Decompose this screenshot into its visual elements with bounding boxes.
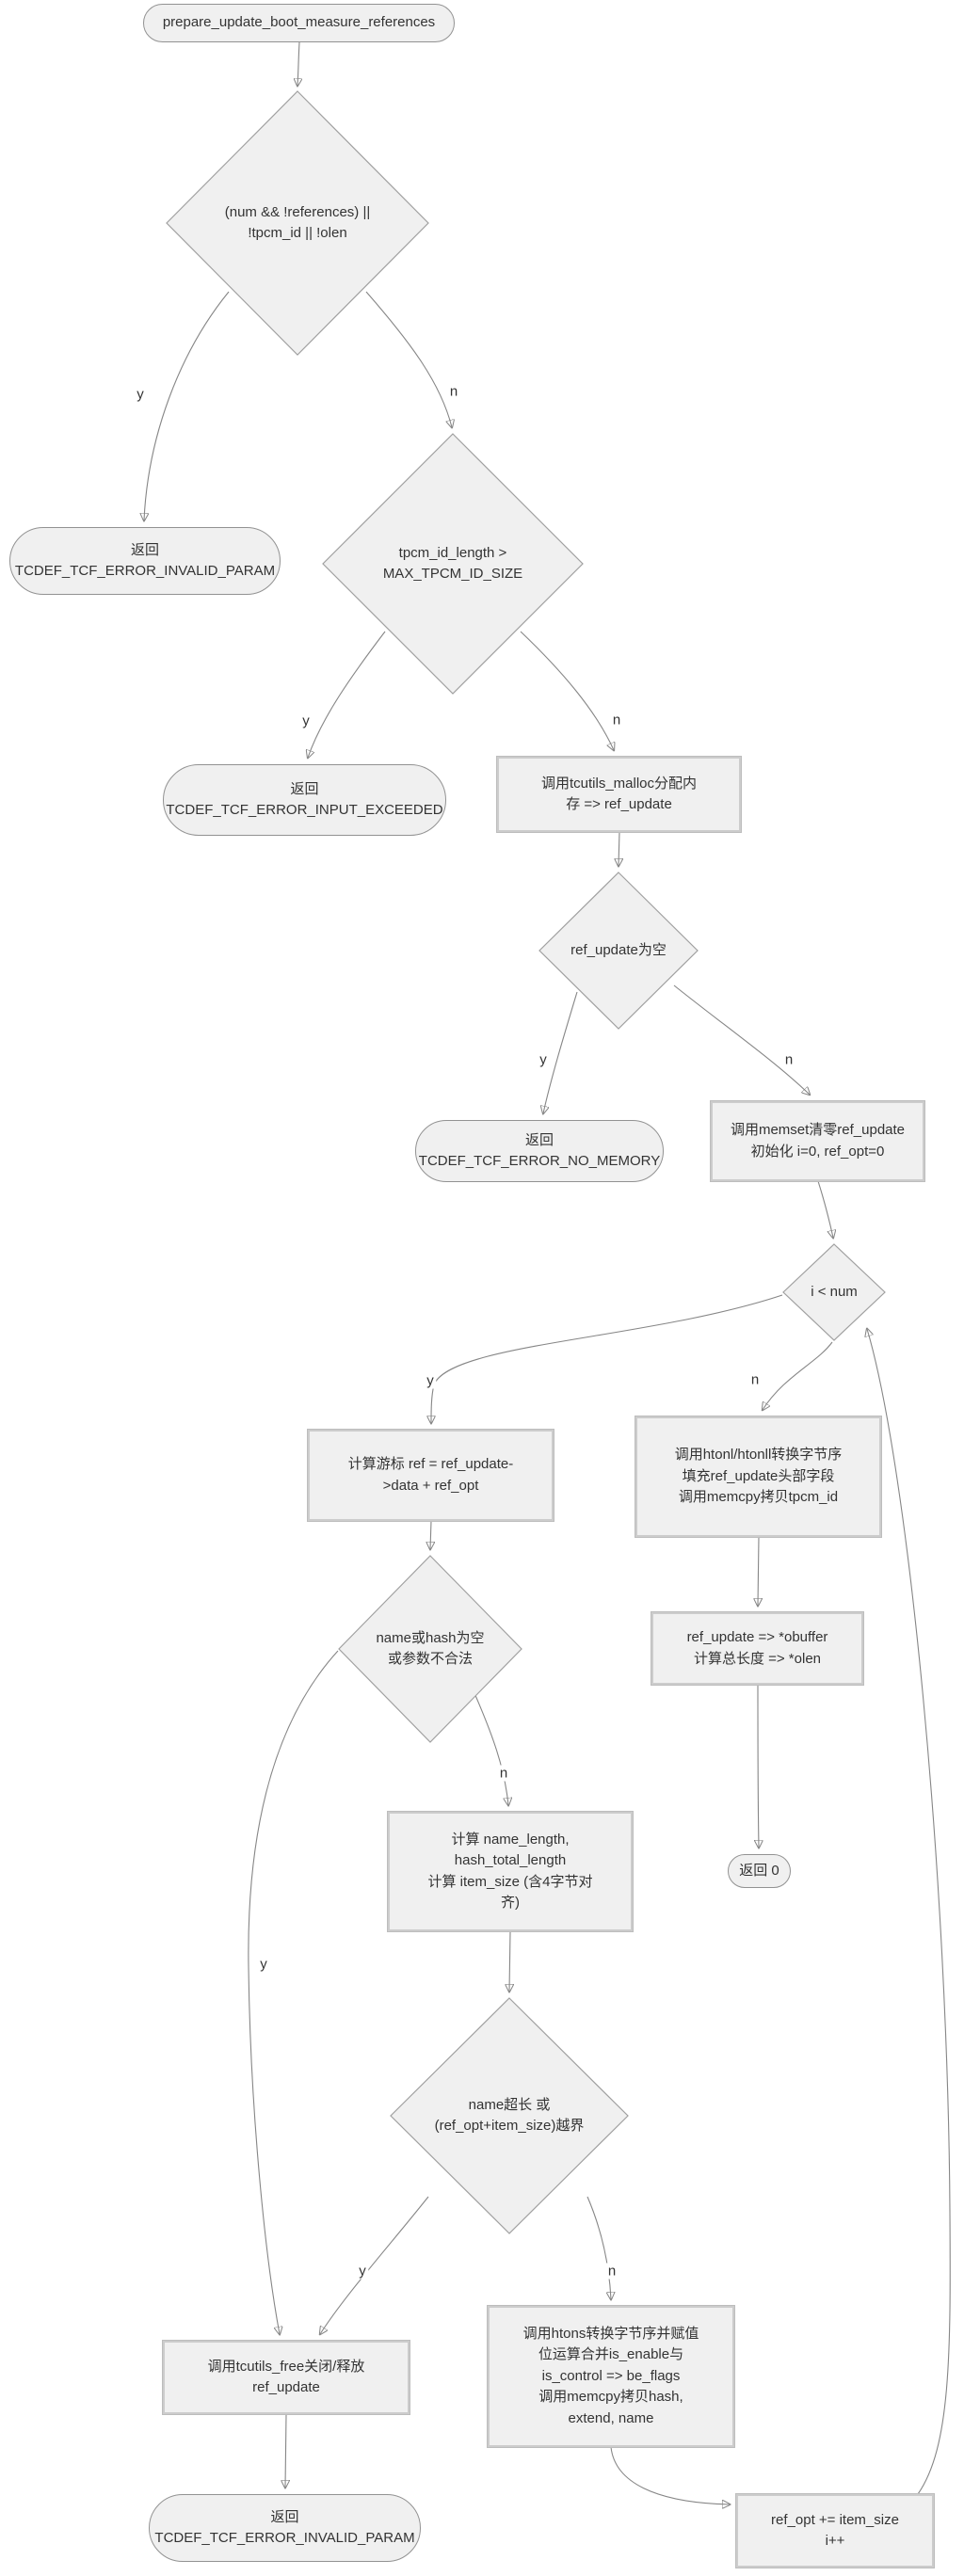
edge-free-return-invalid-2 — [285, 2413, 286, 2488]
node-memset-init-label: 调用memset清零ref_update 初始化 i=0, ref_opt=0 — [730, 1122, 906, 1160]
node-start-label: prepare_update_boot_measure_references — [162, 14, 436, 31]
node-malloc-ref-update-label: 调用tcutils_malloc分配内 存 => ref_update — [540, 775, 698, 813]
edge-calc-lengths-check-bounds — [509, 1930, 510, 1992]
node-fill-header: 调用htonl/htonll转换字节序 填充ref_update头部字段 调用m… — [635, 1416, 881, 1537]
node-loop-condition-label: i < num — [811, 1283, 858, 1300]
node-loop-condition: i < num — [783, 1244, 885, 1340]
diamond-shape — [339, 1556, 522, 1742]
node-calc-lengths: 计算 name_length, hash_total_length 计算 ite… — [388, 1812, 633, 1931]
diamond-shape — [167, 91, 428, 355]
node-return-invalid-param-2-label: 返回 TCDEF_TCF_ERROR_INVALID_PARAM — [154, 2508, 415, 2547]
edge-start-check-params — [297, 41, 299, 86]
node-fill-item-label: 调用htons转换字节序并赋值 位运算合并is_enable与 is_contr… — [522, 2325, 699, 2426]
diamond-shape — [539, 872, 698, 1029]
node-return-input-exceeded: 返回 TCDEF_TCF_ERROR_INPUT_EXCEEDED — [163, 764, 446, 836]
node-check-bounds: name超长 或 (ref_opt+item_size)越界 — [391, 1998, 628, 2233]
diamond-shape — [323, 434, 583, 694]
node-free-ref-update-label: 调用tcutils_free关闭/释放 ref_update — [207, 2358, 365, 2396]
node-calc-cursor: 计算游标 ref = ref_update- >data + ref_opt — [308, 1430, 554, 1521]
edge-label-n: n — [605, 2263, 619, 2280]
node-check-params: (num && !references) || !tpcm_id || !ole… — [167, 91, 428, 355]
node-return-zero-label: 返回 0 — [739, 1862, 779, 1879]
node-return-no-memory: 返回 TCDEF_TCF_ERROR_NO_MEMORY — [415, 1120, 664, 1182]
edge-label-n: n — [782, 1051, 795, 1068]
node-check-ref-update-null: ref_update为空 — [539, 872, 698, 1029]
node-return-invalid-param-1: 返回 TCDEF_TCF_ERROR_INVALID_PARAM — [9, 527, 281, 595]
edge-check-name-hash-free — [248, 1650, 339, 2334]
edge-fill-item-advance — [610, 2446, 730, 2504]
edge-label-y: y — [538, 1051, 549, 1068]
edge-fill-header-output — [758, 1536, 759, 1606]
edge-output-return-zero — [758, 1684, 759, 1848]
node-return-invalid-param-1-label: 返回 TCDEF_TCF_ERROR_INVALID_PARAM — [14, 541, 276, 580]
edge-label-n: n — [447, 383, 460, 400]
node-return-no-memory-label: 返回 TCDEF_TCF_ERROR_NO_MEMORY — [418, 1131, 661, 1170]
edge-loop-calc-cursor — [431, 1294, 783, 1423]
node-fill-item: 调用htons转换字节序并赋值 位运算合并is_enable与 is_contr… — [488, 2306, 734, 2447]
node-start: prepare_update_boot_measure_references — [143, 4, 455, 42]
node-check-name-hash: name或hash为空 或参数不合法 — [339, 1556, 522, 1742]
node-check-tpcm-id-length-label: tpcm_id_length > MAX_TPCM_ID_SIZE — [382, 544, 523, 583]
node-check-tpcm-id-length: tpcm_id_length > MAX_TPCM_ID_SIZE — [323, 434, 583, 694]
diamond-shape — [783, 1244, 885, 1340]
edge-memset-loop — [817, 1180, 833, 1238]
node-output-result: ref_update => *obuffer 计算总长度 => *olen — [651, 1612, 863, 1685]
node-advance: ref_opt += item_size i++ — [736, 2494, 934, 2568]
node-fill-header-label: 调用htonl/htonll转换字节序 填充ref_update头部字段 调用m… — [674, 1447, 843, 1506]
edge-loop-fill-header — [763, 1341, 833, 1410]
node-return-input-exceeded-label: 返回 TCDEF_TCF_ERROR_INPUT_EXCEEDED — [166, 780, 443, 819]
node-check-params-label: (num && !references) || !tpcm_id || !ole… — [224, 203, 371, 242]
node-calc-cursor-label: 计算游标 ref = ref_update- >data + ref_opt — [347, 1456, 514, 1494]
node-check-ref-update-null-label: ref_update为空 — [570, 941, 667, 958]
node-memset-init: 调用memset清零ref_update 初始化 i=0, ref_opt=0 — [711, 1101, 924, 1181]
node-output-result-label: ref_update => *obuffer 计算总长度 => *olen — [686, 1629, 828, 1667]
node-check-name-hash-label: name或hash为空 或参数不合法 — [376, 1629, 485, 1668]
diamond-shape — [391, 1998, 628, 2233]
node-calc-lengths-label: 计算 name_length, hash_total_length 计算 ite… — [427, 1831, 593, 1912]
edge-label-y: y — [300, 712, 312, 729]
node-return-invalid-param-2: 返回 TCDEF_TCF_ERROR_INVALID_PARAM — [149, 2494, 421, 2562]
edge-label-n: n — [497, 1765, 510, 1782]
edge-cursor-check-name-hash — [430, 1520, 431, 1549]
node-advance-label: ref_opt += item_size i++ — [771, 2511, 899, 2550]
node-malloc-ref-update: 调用tcutils_malloc分配内 存 => ref_update — [497, 757, 741, 832]
edge-label-n: n — [610, 712, 623, 728]
edge-label-y: y — [258, 1956, 269, 1973]
node-check-bounds-label: name超长 或 (ref_opt+item_size)越界 — [434, 2096, 585, 2135]
node-free-ref-update: 调用tcutils_free关闭/释放 ref_update — [163, 2341, 410, 2414]
edge-label-y: y — [135, 386, 146, 403]
edge-label-y: y — [357, 2263, 368, 2280]
edge-label-n: n — [748, 1371, 762, 1388]
edge-label-y: y — [425, 1372, 436, 1389]
node-return-zero: 返回 0 — [728, 1854, 791, 1888]
